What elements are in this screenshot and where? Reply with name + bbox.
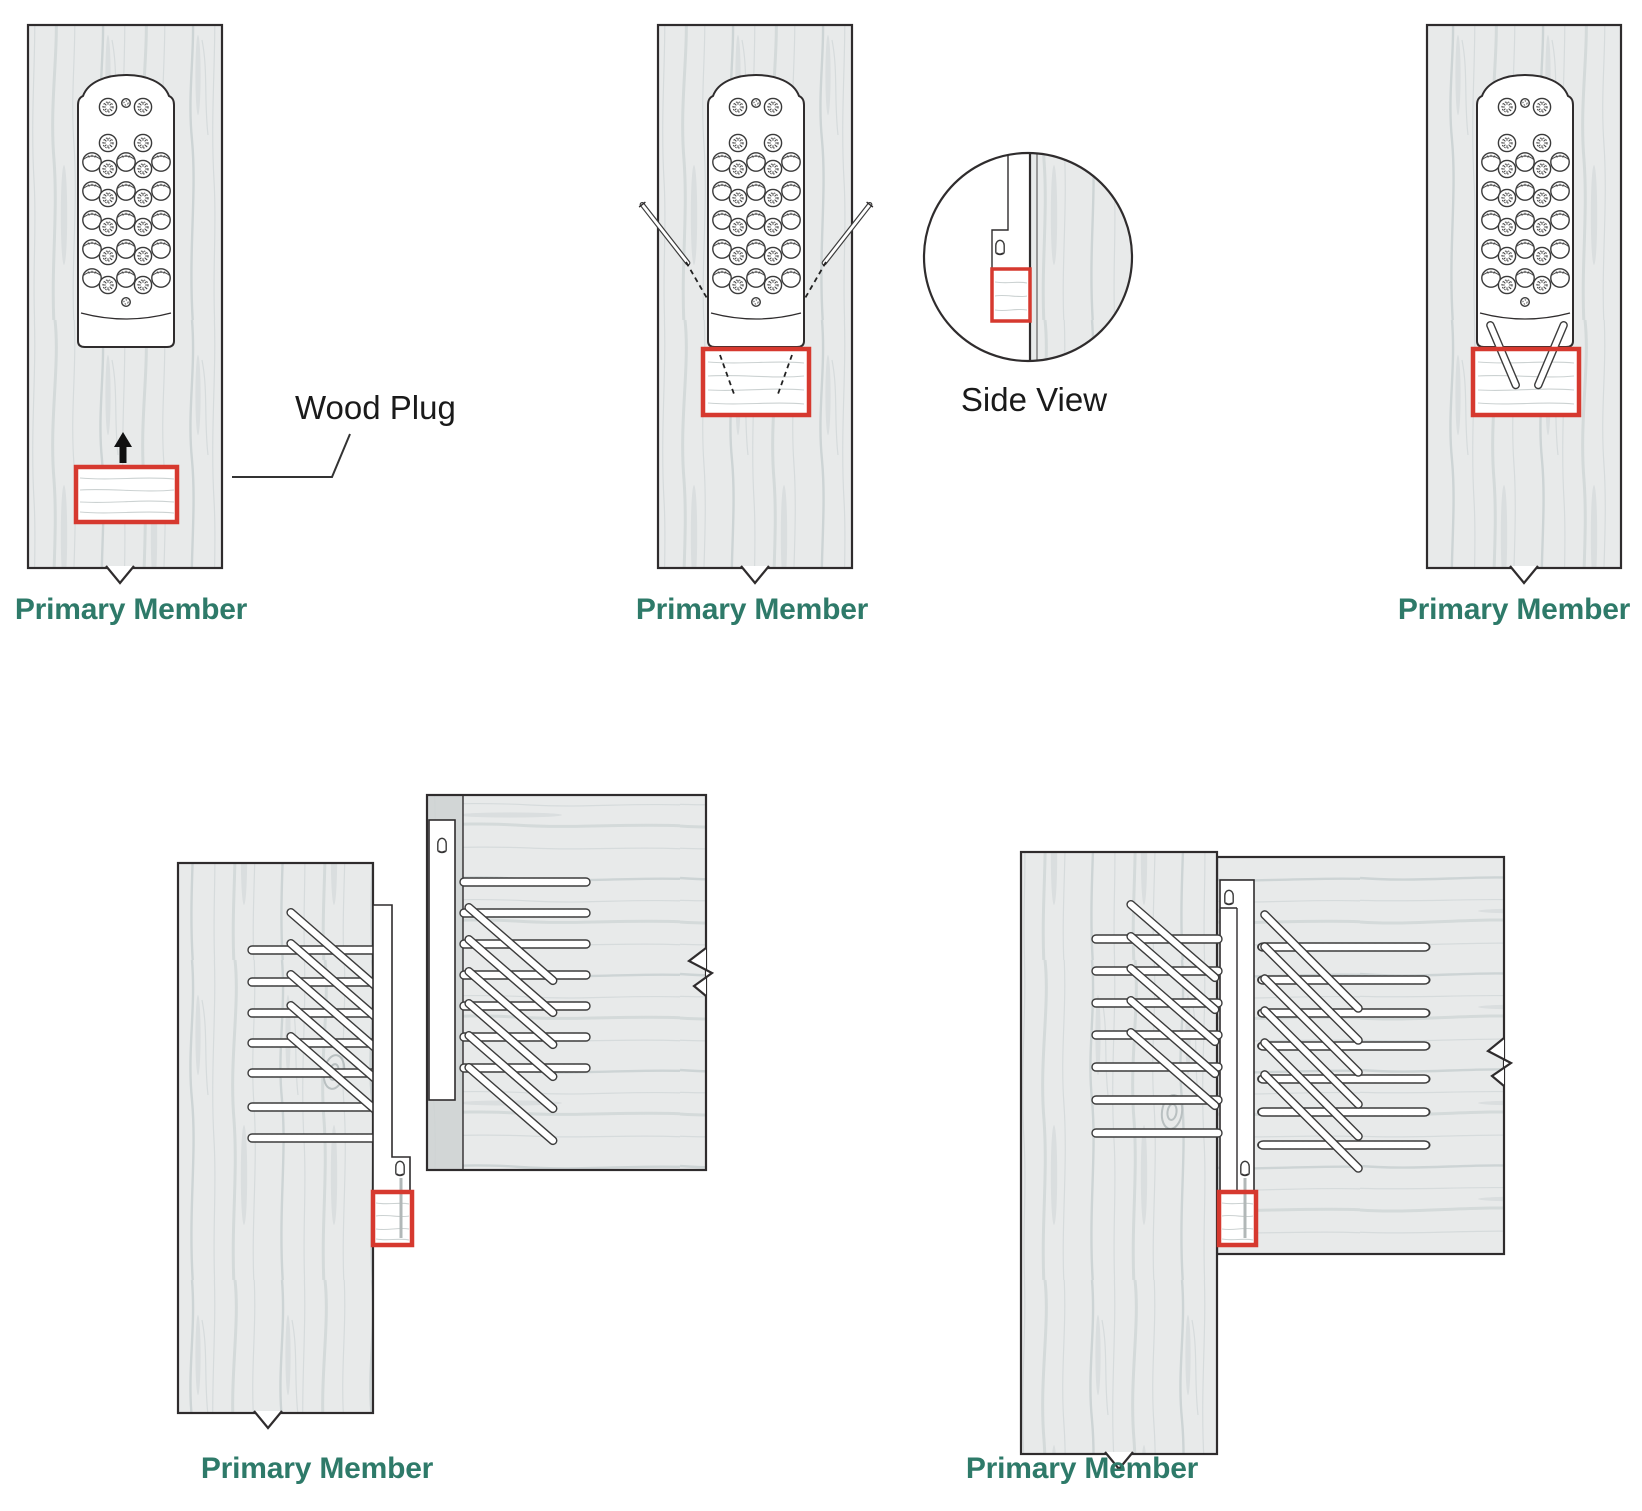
break-symbol-icon bbox=[741, 566, 769, 583]
break-symbol-icon bbox=[106, 566, 134, 583]
break-symbol-icon bbox=[1105, 1452, 1133, 1469]
panel-side-view bbox=[922, 151, 1134, 363]
panel-members-joined bbox=[1019, 850, 1514, 1471]
screw-head-icon bbox=[395, 1160, 405, 1177]
connector-plate-edge bbox=[372, 904, 411, 1193]
panel-members-separated bbox=[176, 793, 715, 1430]
wood-plug bbox=[1470, 319, 1582, 418]
connector-plate-side bbox=[428, 819, 456, 1101]
wood-plug bbox=[990, 267, 1032, 323]
wood-plug bbox=[700, 346, 812, 418]
side-view-caption: Side View bbox=[960, 381, 1108, 418]
connector-plate bbox=[78, 75, 174, 347]
break-symbol-icon bbox=[689, 948, 712, 996]
connector-plate bbox=[1477, 75, 1573, 347]
primary-member-label-1: Primary Member bbox=[14, 593, 248, 626]
plate-slot-outline bbox=[991, 153, 1009, 269]
screw-head-icon bbox=[995, 239, 1005, 256]
primary-member-label-2: Primary Member bbox=[635, 593, 869, 626]
screw-path-dashes bbox=[685, 261, 827, 301]
break-symbol-icon bbox=[254, 1411, 282, 1428]
secondary-member-board bbox=[1215, 855, 1514, 1256]
screw-head-icon bbox=[1224, 889, 1234, 906]
panel-screws-installing bbox=[637, 23, 875, 585]
detail-circle bbox=[922, 151, 1134, 363]
connector-plate bbox=[708, 75, 804, 347]
wood-plug-leader-line bbox=[232, 433, 351, 478]
up-arrow-icon bbox=[114, 432, 132, 463]
wood-plug bbox=[1216, 1178, 1259, 1248]
primary-member-label-4: Primary Member bbox=[200, 1452, 434, 1485]
break-symbol-icon bbox=[1488, 1038, 1511, 1086]
primary-member-board bbox=[176, 861, 382, 1430]
screw-head-icon bbox=[1240, 1160, 1250, 1177]
screw-head-icon bbox=[437, 837, 447, 854]
primary-member-label-5: Primary Member bbox=[965, 1452, 1199, 1485]
break-symbol-icon bbox=[1510, 566, 1538, 583]
primary-member-label-3: Primary Member bbox=[1397, 593, 1631, 626]
secondary-member-board bbox=[425, 793, 715, 1172]
panel-screws-installed bbox=[1425, 23, 1623, 585]
connector-plate-slot bbox=[1219, 879, 1255, 1193]
primary-member-board bbox=[1425, 23, 1623, 585]
panel-plug-removed bbox=[26, 23, 351, 585]
wood-plug bbox=[370, 1178, 415, 1248]
wood-plug bbox=[73, 464, 180, 525]
wood-plug-callout: Wood Plug bbox=[295, 389, 456, 426]
primary-member-board bbox=[1019, 850, 1219, 1471]
